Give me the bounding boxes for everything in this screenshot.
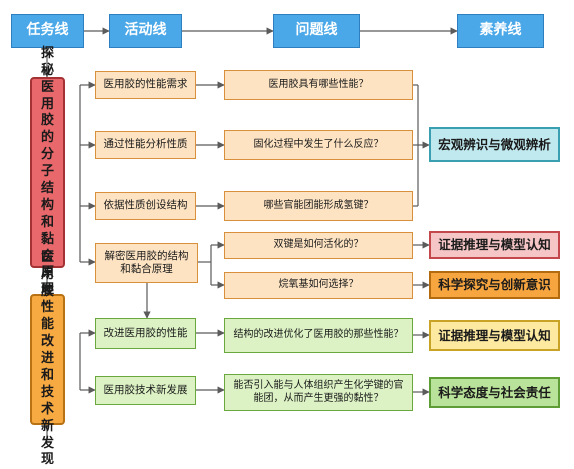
task-2: 医用胶性能改进和技术新发现 <box>30 250 65 467</box>
header-literacy-line: 素养线 <box>457 14 544 48</box>
literacy-1: 宏观辨识与微观辨析 <box>429 127 560 162</box>
activity-3: 依据性质创设结构 <box>95 192 196 220</box>
question-3: 哪些官能团能形成氢键？ <box>224 191 413 221</box>
literacy-3: 科学探究与创新意识 <box>429 271 560 299</box>
literacy-5: 科学态度与社会责任 <box>429 377 560 408</box>
activity-4: 解密医用胶的结构和黏合原理 <box>95 243 198 283</box>
header-question-line: 问题线 <box>273 14 360 48</box>
flowchart: 任务线 活动线 问题线 素养线 探秘医用胶的分子结构和黏合原理 医用胶性能改进和… <box>11 14 560 467</box>
activity-6: 医用胶技术新发展 <box>95 376 196 405</box>
activity-2: 通过性能分析性质 <box>95 131 196 159</box>
header-task-line: 任务线 <box>11 14 84 48</box>
question-4: 双键是如何活化的？ <box>224 232 413 259</box>
header-activity-line: 活动线 <box>109 14 182 48</box>
question-5: 烷氧基如何选择？ <box>224 272 413 299</box>
connector-lines <box>43 27 458 438</box>
task-1: 探秘医用胶的分子结构和黏合原理 <box>30 46 65 297</box>
literacy-4: 证据推理与模型认知 <box>429 320 560 351</box>
activity-1: 医用胶的性能需求 <box>95 71 196 99</box>
literacy-2: 证据推理与模型认知 <box>429 231 560 259</box>
question-6: 结构的改进优化了医用胶的那些性能？ <box>224 318 413 353</box>
question-7: 能否引入能与人体组织产生化学键的官能团，从而产生更强的黏性？ <box>224 374 413 411</box>
activity-5: 改进医用胶的性能 <box>95 318 196 349</box>
question-1: 医用胶具有哪些性能？ <box>224 70 413 100</box>
question-2: 固化过程中发生了什么反应？ <box>224 130 413 160</box>
